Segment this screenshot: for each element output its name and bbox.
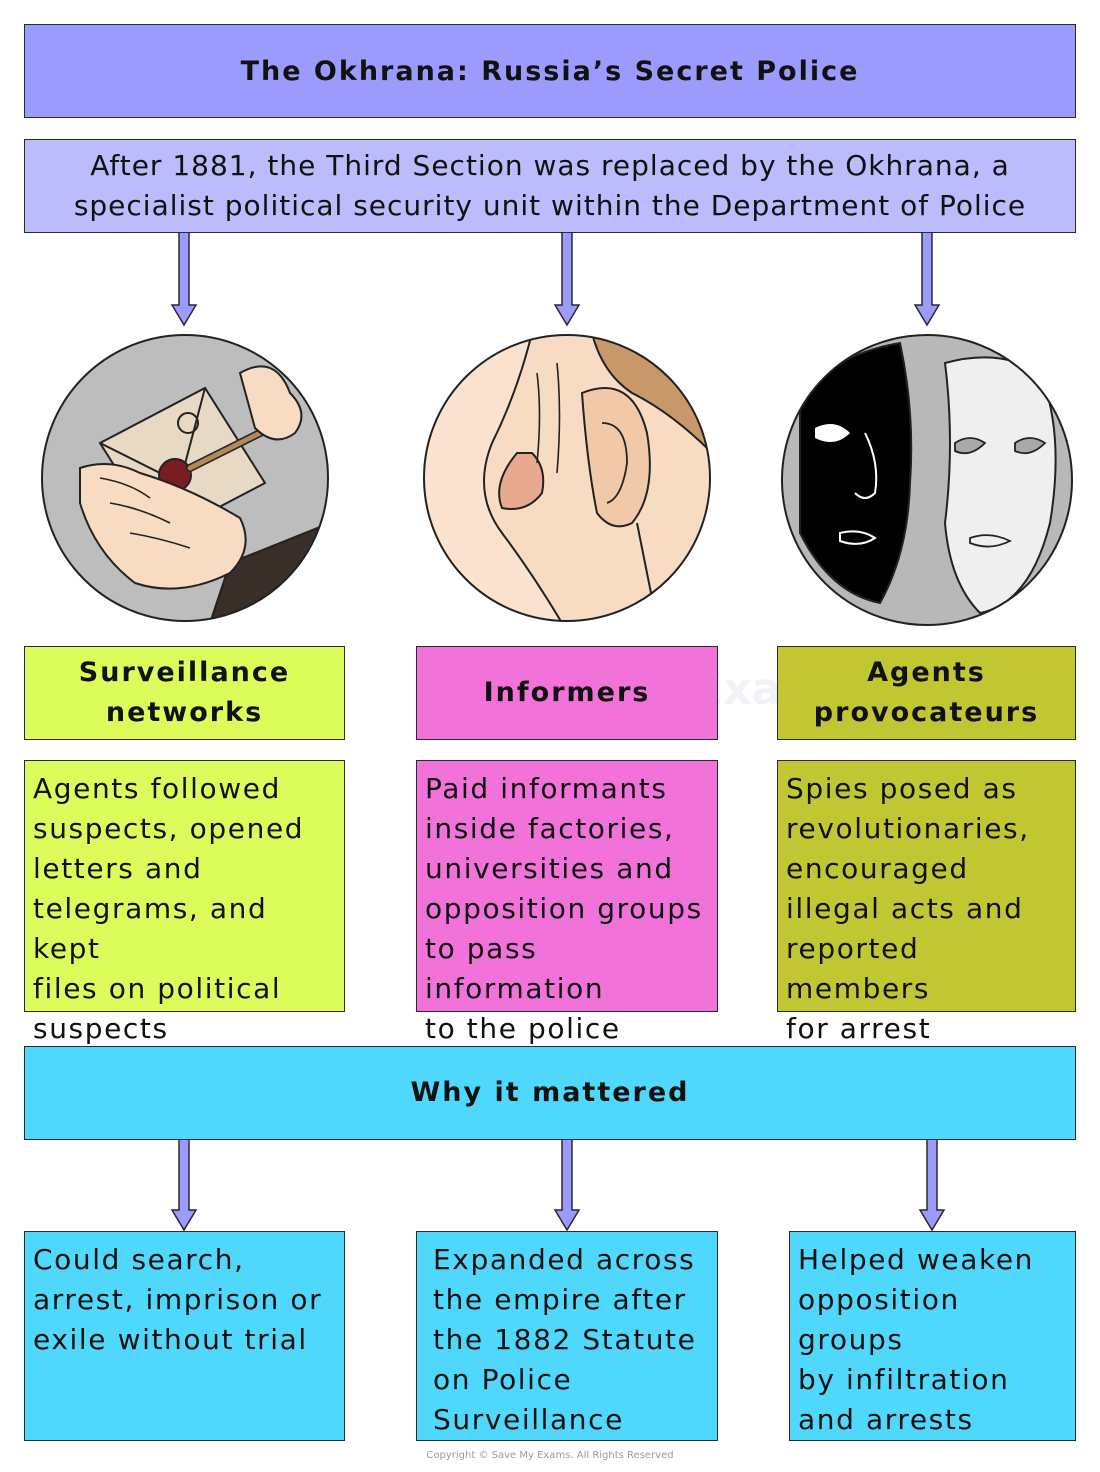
method-description-informers: Paid informants inside factories, univer…: [416, 760, 718, 1045]
copyright-notice: Copyright © Save My Exams. All Rights Re…: [426, 1450, 674, 1461]
two-faces-mask-illustration: [781, 334, 1073, 626]
intro-box: After 1881, the Third Section was replac…: [24, 139, 1076, 233]
why-heading: Why it mattered: [410, 1077, 690, 1108]
arrow-down-icon: [170, 1140, 198, 1232]
letter-seal-illustration: [41, 334, 329, 622]
arrow-down-icon: [553, 233, 581, 327]
method-heading-label: Surveillance networks: [78, 657, 291, 728]
whisper-ear-illustration: [423, 334, 711, 622]
impact-item: Expanded across the empire after the 188…: [416, 1231, 718, 1441]
impact-item: Helped weaken opposition groups by infil…: [789, 1231, 1076, 1441]
arrow-down-icon: [170, 233, 198, 327]
method-heading-informers: Informers: [416, 646, 718, 740]
method-description-surveillance: Agents followed suspects, opened letters…: [24, 760, 345, 1045]
impact-item: Could search, arrest, imprison or exile …: [24, 1231, 345, 1441]
method-heading-provocateurs: Agents provocateurs: [777, 646, 1076, 740]
arrow-down-icon: [918, 1140, 946, 1232]
method-heading-label: Informers: [483, 677, 651, 708]
arrow-down-icon: [913, 233, 941, 327]
diagram-title: The Okhrana: Russia’s Secret Police: [24, 24, 1076, 118]
why-heading-box: Why it mattered: [24, 1046, 1076, 1140]
arrow-down-icon: [553, 1140, 581, 1232]
method-heading-surveillance: Surveillance networks: [24, 646, 345, 740]
method-description-provocateurs: Spies posed as revolutionaries, encourag…: [777, 760, 1076, 1045]
method-heading-label: Agents provocateurs: [813, 657, 1040, 728]
